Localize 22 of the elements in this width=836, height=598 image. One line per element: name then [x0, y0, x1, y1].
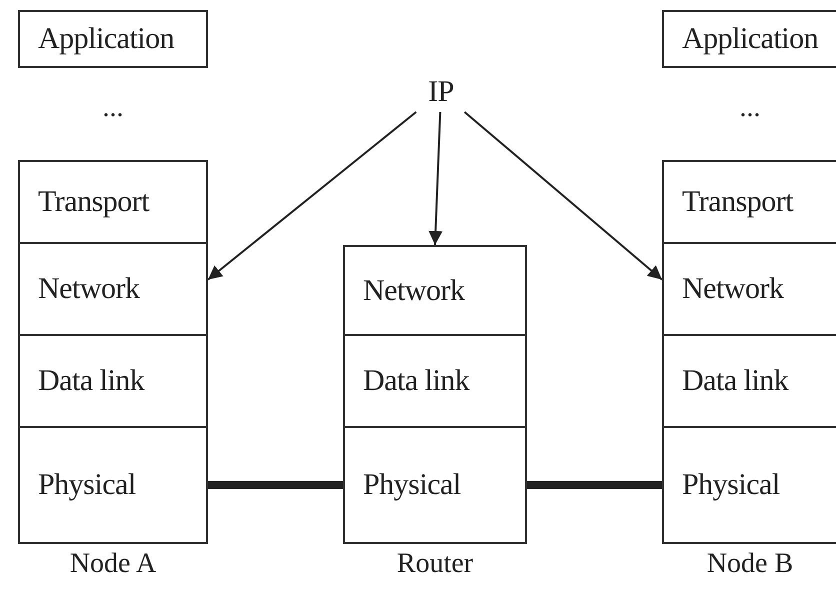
layer-box: Application: [662, 10, 836, 68]
layer-box: Network: [343, 245, 527, 336]
layer-box: Application: [18, 10, 208, 68]
layer-box: Transport: [18, 160, 208, 244]
arrow: [428, 112, 443, 246]
layer-box: Transport: [662, 160, 836, 244]
node-caption: Node B: [706, 548, 794, 580]
link-line: [527, 481, 662, 489]
arrow: [207, 111, 417, 280]
layer-box: Data link: [18, 334, 208, 428]
node-caption: Node A: [70, 548, 156, 580]
layer-box: Physical: [18, 426, 208, 544]
ellipsis-text: ...: [102, 92, 124, 124]
ellipsis-text: ...: [740, 92, 760, 124]
layer-box: Physical: [343, 426, 527, 544]
protocol-label: IP: [428, 75, 454, 109]
link-line: [208, 481, 343, 489]
layer-box: Physical: [662, 426, 836, 544]
layer-box: Data link: [343, 334, 527, 428]
node-caption: Router: [396, 548, 474, 580]
layer-box: Network: [18, 242, 208, 336]
arrow: [464, 111, 663, 280]
